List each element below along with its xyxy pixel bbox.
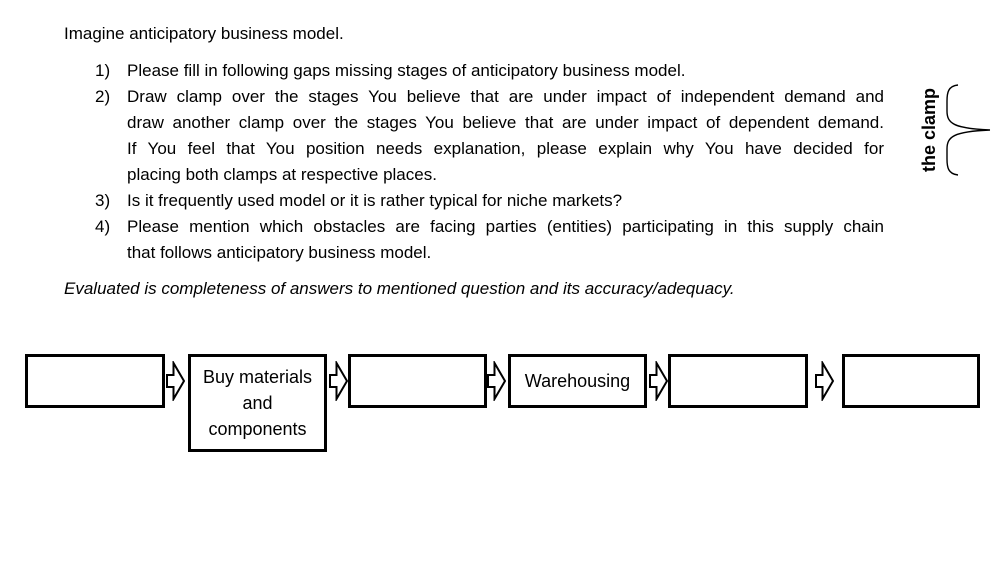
- question-line: Please fill in following gaps missing st…: [127, 61, 686, 80]
- question-item: 4) Please mention which obstacles are fac…: [95, 214, 884, 266]
- flow-box-5-empty[interactable]: [668, 354, 808, 408]
- question-line: draw another clamp over the stages You b…: [127, 113, 884, 132]
- flow-box-6-empty[interactable]: [842, 354, 980, 408]
- question-list: 1) Please fill in following gaps missing …: [95, 58, 884, 266]
- flow-box-1-empty[interactable]: [25, 354, 165, 408]
- question-item: 3) Is it frequently used model or it is r…: [95, 188, 884, 214]
- flow-box-2-buy-materials: Buy materials and components: [188, 354, 327, 452]
- question-line: Draw clamp over the stages You believe t…: [127, 87, 884, 106]
- question-number: 2): [95, 87, 111, 106]
- clamp-label: the clamp: [919, 87, 939, 173]
- evaluation-note: Evaluated is completeness of answers to …: [64, 279, 735, 298]
- flow-arrow-icon: [166, 361, 185, 401]
- clamp-brace-icon: [946, 84, 991, 176]
- flow-box-4-warehousing: Warehousing: [508, 354, 647, 408]
- question-number: 3): [95, 191, 111, 210]
- question-line: If You feel that You position needs expl…: [127, 139, 884, 158]
- question-item: 2) Draw clamp over the stages You believe…: [95, 84, 884, 188]
- question-line: Is it frequently used model or it is rat…: [127, 191, 623, 210]
- question-number: 4): [95, 217, 111, 236]
- question-text: Please fill in following gaps missing st…: [127, 58, 884, 84]
- question-text: Please mention which obstacles are facin…: [127, 214, 884, 266]
- question-number: 1): [95, 61, 111, 80]
- question-line: placing both clamps at respective places…: [127, 165, 437, 184]
- question-text: Is it frequently used model or it is rat…: [127, 188, 884, 214]
- flow-box-3-empty[interactable]: [348, 354, 487, 408]
- question-text: Draw clamp over the stages You believe t…: [127, 84, 884, 188]
- question-line: that follows anticipatory business model…: [127, 243, 432, 262]
- flow-arrow-icon: [487, 361, 506, 401]
- flow-arrow-icon: [815, 361, 834, 401]
- question-line: Please mention which obstacles are facin…: [127, 217, 884, 236]
- question-item: 1) Please fill in following gaps missing …: [95, 58, 884, 84]
- flow-arrow-icon: [649, 361, 668, 401]
- page-title: Imagine anticipatory business model.: [64, 24, 344, 43]
- flow-arrow-icon: [329, 361, 348, 401]
